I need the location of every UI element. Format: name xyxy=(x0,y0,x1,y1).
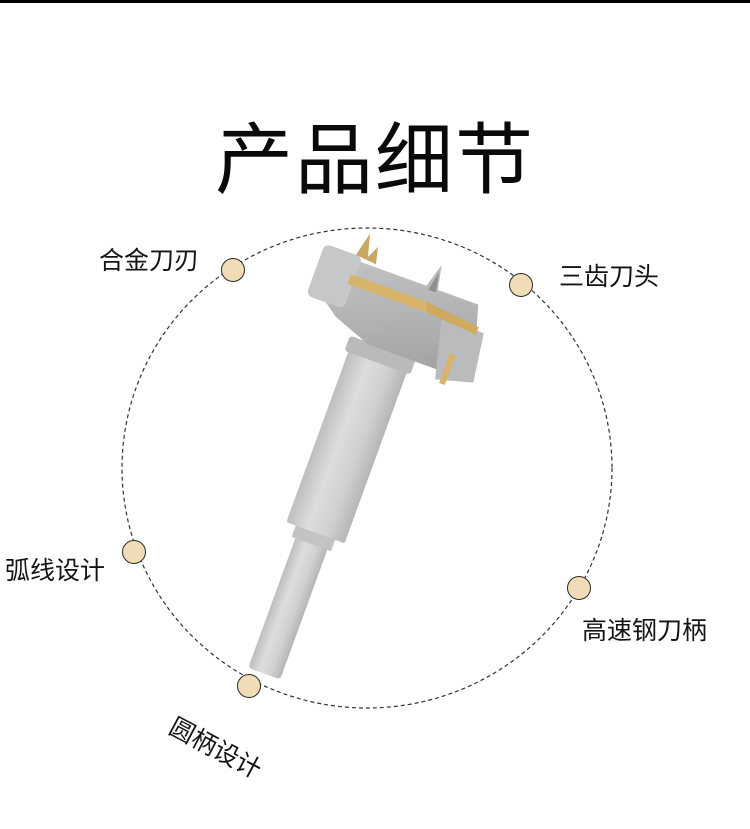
callout-label-arc-design: 弧线设计 xyxy=(5,556,106,585)
callout-label-hss-shank: 高速钢刀柄 xyxy=(582,616,708,645)
top-border xyxy=(0,0,750,3)
callout-label-three-tooth-head: 三齿刀头 xyxy=(559,262,660,291)
callout-dot-arc-design xyxy=(122,540,146,564)
callout-dot-round-shank-design xyxy=(237,674,261,698)
callout-dot-alloy-blade xyxy=(221,258,245,282)
drill-bit-icon xyxy=(249,233,484,679)
callout-label-alloy-blade: 合金刀刃 xyxy=(99,246,200,275)
callout-dot-three-tooth-head xyxy=(509,273,533,297)
dashed-ring xyxy=(121,227,613,709)
page-title: 产品细节 xyxy=(214,116,535,207)
callout-dot-hss-shank xyxy=(567,576,591,600)
